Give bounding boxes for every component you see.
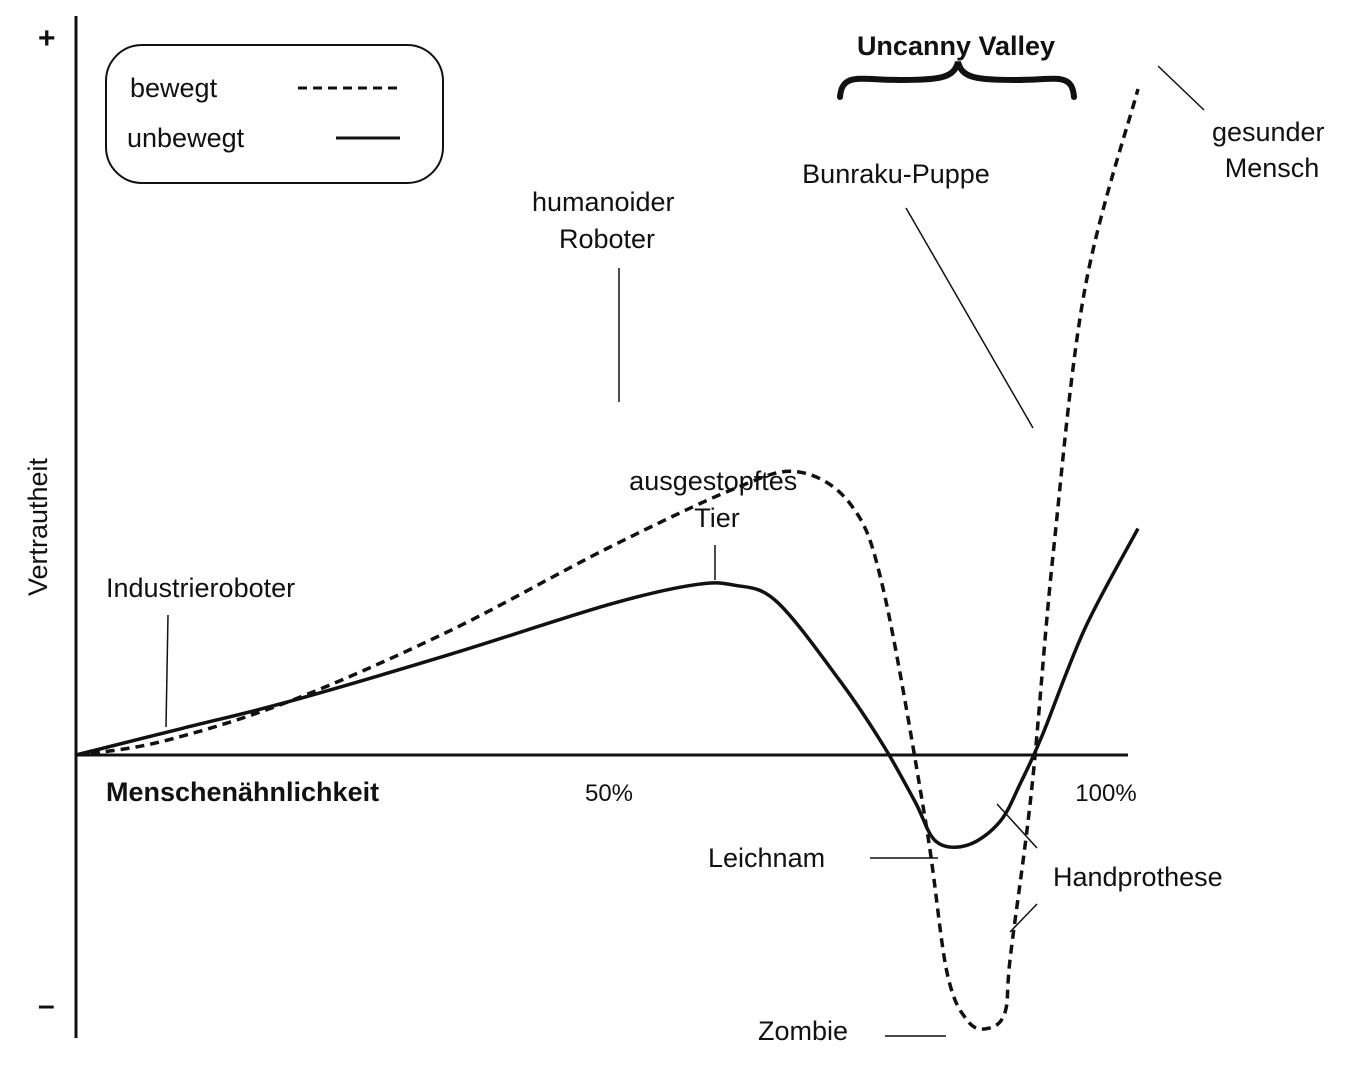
annotation-humanoider-roboter: humanoider Roboter xyxy=(532,187,682,254)
leader-handprothese-1 xyxy=(996,803,1038,849)
annotation-gesunder-mensch: gesunder Mensch xyxy=(1212,117,1332,183)
y-axis-label: Vertrautheit xyxy=(23,457,53,596)
legend-box xyxy=(105,44,444,184)
annotation-gesunder-mensch-line1: gesunder xyxy=(1212,117,1325,147)
leader-industrieroboter xyxy=(165,614,169,728)
annotation-humanoider-roboter-line1: humanoider xyxy=(532,187,675,217)
x-axis-label: Menschenähnlichkeit xyxy=(106,777,379,807)
annotation-ausgestopftes-tier-line2: Tier xyxy=(694,503,740,533)
title-brace xyxy=(837,61,1077,100)
leader-gesunder-mensch xyxy=(1157,65,1205,111)
series-unbewegt-line xyxy=(75,527,1140,849)
annotation-industrieroboter: Industrieroboter xyxy=(106,573,295,603)
legend-label-unbewegt: unbewegt xyxy=(127,123,245,153)
x-tick-50: 50% xyxy=(585,780,633,807)
annotation-gesunder-mensch-line2: Mensch xyxy=(1225,153,1320,183)
annotation-bunraku-puppe: Bunraku-Puppe xyxy=(802,159,990,189)
leader-bunraku-puppe xyxy=(905,207,1034,429)
x-tick-100: 100% xyxy=(1075,780,1136,807)
annotation-handprothese: Handprothese xyxy=(1053,862,1223,892)
legend-label-bewegt: bewegt xyxy=(130,73,218,103)
leader-handprothese-2 xyxy=(1009,903,1038,933)
annotation-ausgestopftes-tier-line1: ausgestopftes xyxy=(629,466,797,496)
y-tick-minus: – xyxy=(38,989,55,1022)
y-tick-plus: + xyxy=(38,22,56,55)
annotation-ausgestopftes-tier: ausgestopftes Tier xyxy=(629,466,805,533)
annotation-humanoider-roboter-line2: Roboter xyxy=(559,224,655,254)
annotation-zombie: Zombie xyxy=(758,1016,848,1046)
chart-title: Uncanny Valley xyxy=(857,31,1055,61)
annotation-leichnam: Leichnam xyxy=(708,843,825,873)
